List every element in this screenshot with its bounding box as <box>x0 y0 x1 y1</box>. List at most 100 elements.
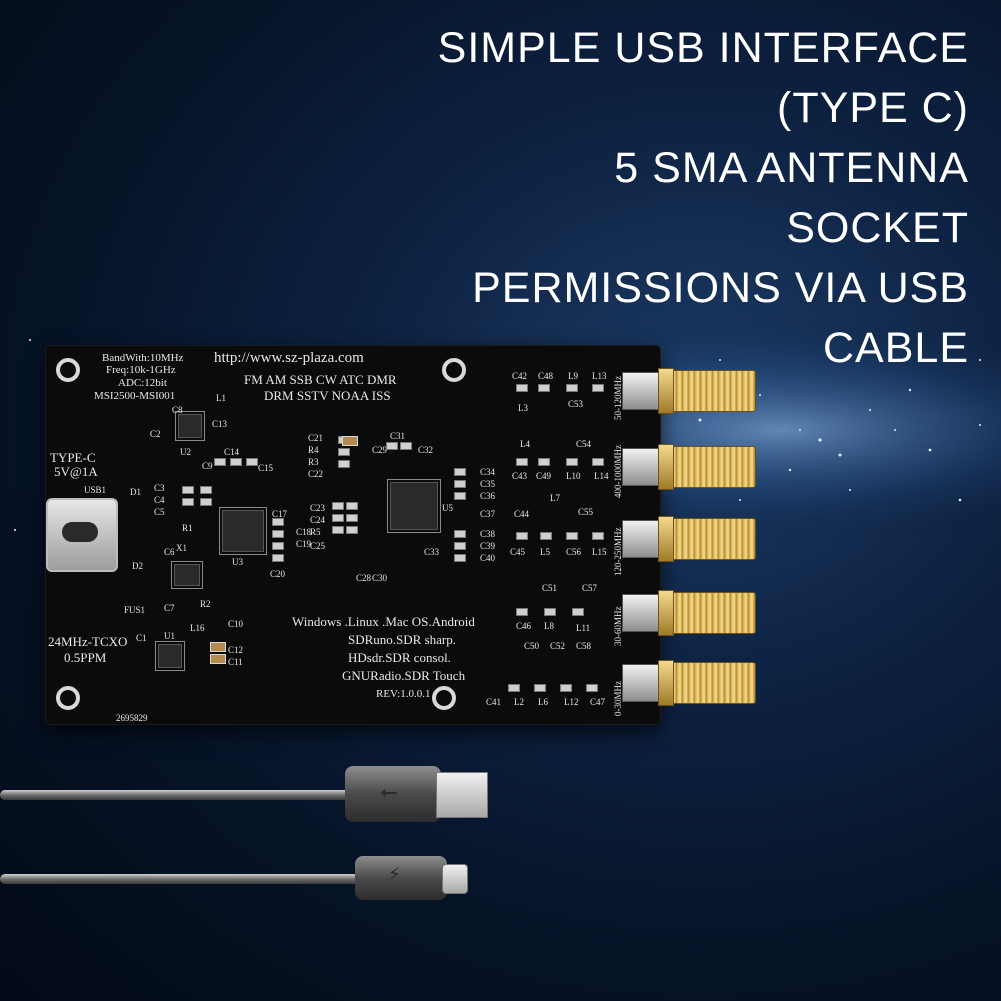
sma-nut <box>658 444 674 490</box>
spec-frequency: Freq:10k-1GHz <box>106 364 176 376</box>
mount-hole-top-center <box>442 358 466 382</box>
sma-thread <box>658 370 756 412</box>
smd-pad <box>272 530 284 538</box>
smd-pad <box>346 514 358 522</box>
ref-c35: C35 <box>480 479 496 489</box>
ref-c36: C36 <box>480 491 496 501</box>
mount-hole-bottom-center <box>432 686 456 710</box>
mount-hole-bottom-left <box>56 686 80 710</box>
ref-r5: R5 <box>310 527 321 537</box>
ref-c49: C49 <box>536 471 552 481</box>
sma-antenna-socket-5[interactable] <box>622 660 762 706</box>
ref-c18: C18 <box>296 527 312 537</box>
smd-pad <box>182 486 194 494</box>
smd-capacitor <box>210 654 226 664</box>
ref-u3: U3 <box>232 557 243 567</box>
ref-fus1: FUS1 <box>124 605 146 615</box>
ref-c37: C37 <box>480 509 496 519</box>
smd-pad <box>538 384 550 392</box>
smd-pad <box>272 542 284 550</box>
ref-c5: C5 <box>154 507 165 517</box>
smd-pad <box>508 684 520 692</box>
sma-antenna-socket-4[interactable] <box>622 590 762 636</box>
ref-l7: L7 <box>550 493 560 503</box>
ref-c56: C56 <box>566 547 582 557</box>
sma-thread <box>658 662 756 704</box>
ref-c29: C29 <box>372 445 388 455</box>
chip-u3 <box>222 510 264 552</box>
ref-c40: C40 <box>480 553 496 563</box>
ref-c3: C3 <box>154 483 165 493</box>
ref-c14: C14 <box>224 447 240 457</box>
headline-line-4: SOCKET <box>786 204 969 252</box>
smd-pad <box>592 532 604 540</box>
smd-pad <box>454 480 466 488</box>
ref-r1: R1 <box>182 523 193 533</box>
ref-u5: U5 <box>442 503 453 513</box>
feature-headline: SIMPLE USB INTERFACE (TYPE C) 5 SMA ANTE… <box>329 18 969 378</box>
ref-l8: L8 <box>544 621 554 631</box>
smd-pad <box>544 608 556 616</box>
modes-line-2: DRM SSTV NOAA ISS <box>264 388 391 403</box>
software-line-1: Windows .Linux .Mac OS.Android <box>292 614 475 629</box>
usb-cable-top-strand <box>0 790 350 800</box>
ref-l10: L10 <box>566 471 581 481</box>
smd-pad <box>200 486 212 494</box>
sdr-circuit-board: BandWith:10MHz Freq:10k-1GHz ADC:12bit M… <box>46 346 660 724</box>
smd-pad <box>516 384 528 392</box>
ref-d2: D2 <box>132 561 143 571</box>
usb-cable-bottom-strand <box>0 874 360 884</box>
ref-r3: R3 <box>308 457 319 467</box>
ref-c23: C23 <box>310 503 326 513</box>
power-label: 5V@1A <box>54 464 98 479</box>
ref-c51: C51 <box>542 583 558 593</box>
sma-antenna-socket-2[interactable] <box>622 444 762 490</box>
ref-c28: C28 <box>356 573 372 583</box>
sma-nut <box>658 590 674 636</box>
lightning-bolt-icon: ⚡ <box>388 864 401 885</box>
smd-pad <box>572 608 584 616</box>
ref-c33: C33 <box>424 547 440 557</box>
smd-pad <box>346 526 358 534</box>
ref-c43: C43 <box>512 471 528 481</box>
ref-c7: C7 <box>164 603 175 613</box>
ref-c58: C58 <box>576 641 592 651</box>
ref-c41: C41 <box>486 697 502 707</box>
ref-l15: L15 <box>592 547 607 557</box>
revision-label: REV:1.0.0.1 <box>376 688 431 700</box>
serial-number: 2695829 <box>116 713 148 723</box>
ref-c1: C1 <box>136 633 147 643</box>
ref-c47: C47 <box>590 697 606 707</box>
tcxo-ppm: 0.5PPM <box>64 650 107 665</box>
ref-c31: C31 <box>390 431 406 441</box>
ref-u1: U1 <box>164 631 175 641</box>
smd-pad <box>182 498 194 506</box>
ref-c11: C11 <box>228 657 243 667</box>
chip-u2 <box>178 414 202 438</box>
ref-l11: L11 <box>576 623 591 633</box>
smd-pad <box>566 458 578 466</box>
ref-c32: C32 <box>418 445 434 455</box>
sma-nut <box>658 516 674 562</box>
headline-line-2: (TYPE C) <box>777 84 969 132</box>
sma-antenna-socket-1[interactable] <box>622 368 762 414</box>
ref-r2: R2 <box>200 599 211 609</box>
software-line-2: SDRuno.SDR sharp. <box>348 632 456 647</box>
smd-pad <box>338 448 350 456</box>
sma-nut <box>658 660 674 706</box>
smd-pad <box>454 468 466 476</box>
sma-antenna-socket-3[interactable] <box>622 516 762 562</box>
smd-pad <box>560 684 572 692</box>
ref-u2: U2 <box>180 447 191 457</box>
ref-c39: C39 <box>480 541 496 551</box>
tcxo-label: 24MHz-TCXO <box>48 634 128 649</box>
usb-symbol-icon: ⭠ <box>380 780 398 805</box>
usb-a-connector[interactable] <box>436 772 488 818</box>
modes-line-1: FM AM SSB CW ATC DMR <box>244 372 397 387</box>
usb-type-c-port[interactable] <box>46 498 118 572</box>
ref-l16: L16 <box>190 623 205 633</box>
ref-c19: C19 <box>296 539 312 549</box>
ref-c54: C54 <box>576 439 592 449</box>
smd-pad <box>338 460 350 468</box>
usb-c-connector[interactable] <box>442 864 468 894</box>
